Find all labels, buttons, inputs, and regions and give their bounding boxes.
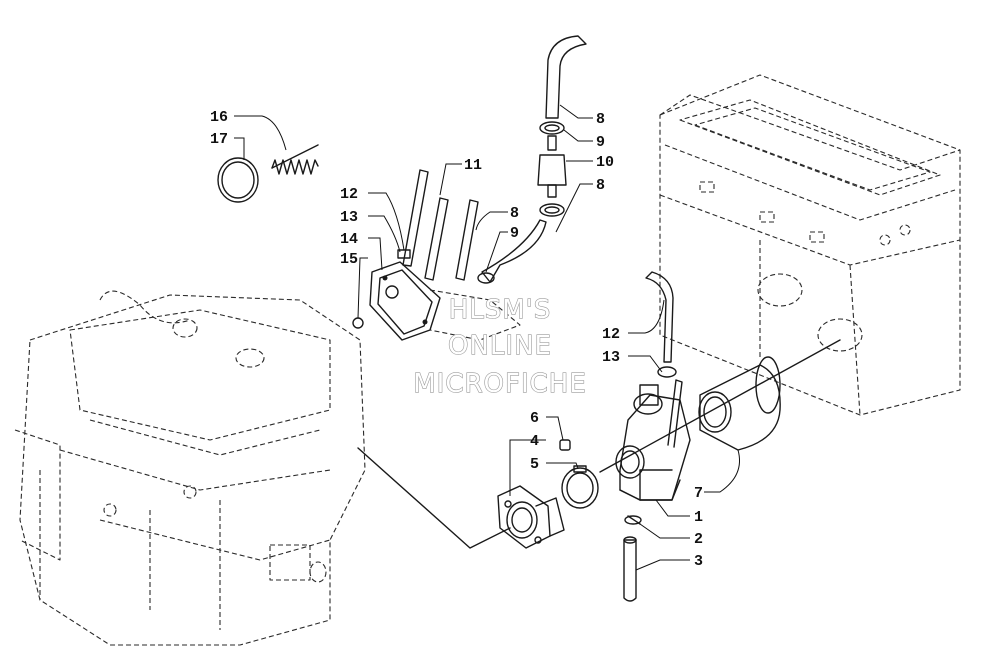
clip-ring bbox=[217, 157, 259, 203]
callout-9: 9 bbox=[510, 225, 519, 242]
watermark-line-3: MICROFICHE bbox=[413, 369, 587, 399]
callout-6: 6 bbox=[530, 410, 539, 427]
hose-clamp-lower bbox=[539, 203, 565, 217]
drain-tube bbox=[623, 536, 637, 602]
nut bbox=[352, 317, 364, 329]
hose-clamp-carb bbox=[657, 366, 677, 378]
assembly-line bbox=[599, 339, 841, 473]
fuel-filter bbox=[537, 135, 567, 198]
callout-15: 15 bbox=[340, 251, 358, 268]
watermark: HLSM'S ONLINE MICROFICHE bbox=[413, 294, 587, 399]
callout-13: 13 bbox=[340, 209, 358, 226]
callout-9: 9 bbox=[596, 134, 605, 151]
fuel-line-upper bbox=[545, 35, 587, 119]
fuel-line-left bbox=[397, 169, 429, 267]
assembly-line bbox=[357, 447, 511, 549]
callout-10: 10 bbox=[596, 154, 614, 171]
fuel-line-carb bbox=[645, 271, 674, 363]
carburetor bbox=[615, 379, 691, 501]
callout-17: 17 bbox=[210, 131, 228, 148]
fuel-pump bbox=[369, 261, 521, 341]
spring bbox=[271, 144, 319, 175]
callout-11: 11 bbox=[464, 157, 482, 174]
hose-clamp-upper bbox=[539, 121, 565, 135]
air-box bbox=[659, 74, 961, 416]
callout-3: 3 bbox=[694, 553, 703, 570]
engine-block bbox=[14, 290, 366, 646]
callout-1: 1 bbox=[694, 509, 703, 526]
callout-13: 13 bbox=[602, 349, 620, 366]
callout-14: 14 bbox=[340, 231, 358, 248]
callout-labels: 16 17 12 13 14 15 11 8 9 8 9 10 8 12 13 … bbox=[210, 109, 703, 570]
callout-2: 2 bbox=[694, 531, 703, 548]
callout-8: 8 bbox=[510, 205, 519, 222]
callout-5: 5 bbox=[530, 456, 539, 473]
callout-8: 8 bbox=[596, 177, 605, 194]
callout-12: 12 bbox=[340, 186, 358, 203]
plug bbox=[559, 439, 571, 451]
watermark-line-2: ONLINE bbox=[448, 331, 552, 361]
fuel-line-middle bbox=[455, 199, 479, 281]
watermark-line-1: HLSM'S bbox=[449, 295, 552, 325]
callout-12: 12 bbox=[602, 326, 620, 343]
vent-line bbox=[424, 197, 449, 281]
drain-screw bbox=[624, 515, 642, 525]
callout-4: 4 bbox=[530, 433, 539, 450]
callout-7: 7 bbox=[694, 485, 703, 502]
callout-16: 16 bbox=[210, 109, 228, 126]
fuel-line-lower bbox=[477, 219, 547, 284]
hose-clamp-intake bbox=[561, 465, 599, 509]
intake-flange bbox=[497, 485, 565, 549]
air-boot bbox=[698, 356, 781, 451]
leader-lines bbox=[234, 104, 740, 571]
callout-8: 8 bbox=[596, 111, 605, 128]
